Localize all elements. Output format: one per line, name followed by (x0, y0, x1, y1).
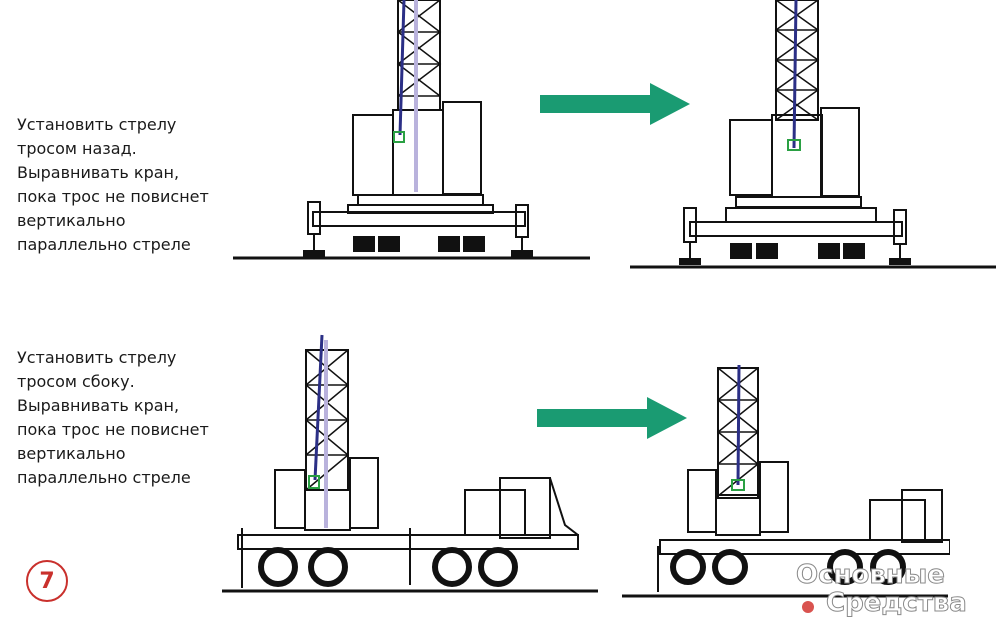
plumb-cable (792, 0, 798, 149)
crane-rear-view-before (233, 0, 590, 260)
truck-cab (869, 499, 926, 541)
plumb-cable (398, 0, 406, 136)
crane-side-view-before (222, 334, 598, 593)
wheel (870, 549, 906, 585)
cab (729, 119, 773, 196)
wheel (670, 549, 706, 585)
caption-line: Выравнивать кран, (17, 163, 180, 182)
caption-line: тросом сбоку. (17, 372, 135, 391)
wheel (308, 547, 348, 587)
truck-cab (464, 489, 526, 536)
crane-side-view-after (622, 364, 950, 598)
wheel (843, 243, 865, 259)
caption-line: Установить стрелу (17, 115, 177, 134)
right-arrow-icon (540, 83, 690, 125)
cab (274, 469, 306, 529)
cab (687, 469, 717, 533)
counterweight (759, 461, 789, 533)
outrigger-right (515, 204, 529, 238)
caption-line: параллельно стреле (17, 468, 191, 487)
plumb-weight (308, 475, 320, 489)
carrier-frame (689, 221, 903, 237)
watermark-dot (802, 601, 814, 613)
cab (352, 114, 394, 196)
figure-number: 7 (39, 568, 55, 594)
watermark-line-2: Средства (826, 588, 968, 619)
wheel (258, 547, 298, 587)
caption-line: Выравнивать кран, (17, 396, 180, 415)
wheels (258, 547, 518, 587)
caption-line: пока трос не повиснет (17, 187, 209, 206)
watermark-line-1: Основные (796, 560, 946, 591)
wheel (438, 236, 460, 252)
wheel (378, 236, 400, 252)
caption-line: тросом назад. (17, 139, 137, 158)
caption-line: вертикально (17, 444, 126, 463)
plumb-cable (313, 334, 324, 481)
watermark-logo: Основные Средства (790, 560, 995, 622)
caption-line: пока трос не повиснет (17, 420, 209, 439)
wheel (818, 243, 840, 259)
wheel (712, 549, 748, 585)
plumb-weight (393, 131, 405, 143)
wheel (478, 547, 518, 587)
figure-number-badge: 7 (26, 560, 68, 602)
plumb-weight (731, 479, 745, 491)
wheel (432, 547, 472, 587)
outrigger-right (893, 209, 907, 245)
counterweight (820, 107, 860, 197)
caption-rear-cable: Установить стрелу тросом назад. Выравнив… (17, 113, 209, 257)
carrier-frame (312, 211, 526, 227)
caption-side-cable: Установить стрелу тросом сбоку. Выравнив… (17, 346, 209, 490)
wheel (756, 243, 778, 259)
caption-line: вертикально (17, 211, 126, 230)
caption-line: Установить стрелу (17, 348, 177, 367)
carrier-frame (659, 539, 950, 555)
counterweight (349, 457, 379, 529)
wheel (463, 236, 485, 252)
wheel (353, 236, 375, 252)
plumb-cable (736, 364, 741, 486)
crane-rear-view-after (630, 0, 996, 269)
right-arrow-icon (537, 397, 687, 439)
carrier-frame (237, 534, 579, 550)
plumb-weight (787, 139, 801, 151)
caption-line: параллельно стреле (17, 235, 191, 254)
counterweight (442, 101, 482, 195)
wheel (730, 243, 752, 259)
wheel (827, 549, 863, 585)
